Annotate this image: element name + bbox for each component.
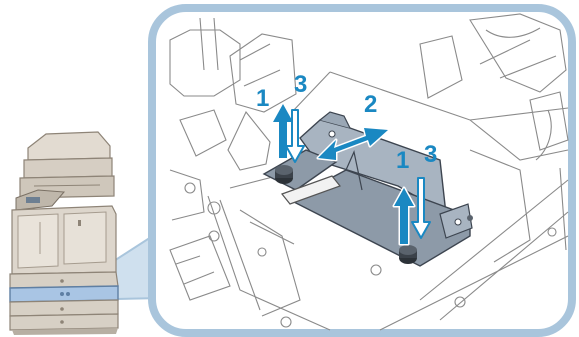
left-release-lever[interactable] <box>275 165 293 184</box>
step-label-right-1: 1 <box>396 147 409 174</box>
step-label-left-1: 1 <box>256 85 269 112</box>
callout-bubble: 1 3 2 1 3 <box>152 8 572 333</box>
printer-drawer-3 <box>10 300 118 316</box>
printer-illustration <box>10 132 162 335</box>
step-label-right-3: 3 <box>424 141 437 168</box>
step-label-left-3: 3 <box>294 71 307 98</box>
right-release-lever[interactable] <box>399 245 417 264</box>
printer-adf <box>28 132 110 160</box>
printer-drawer-4 <box>10 314 118 330</box>
step-label-center-2: 2 <box>364 91 377 118</box>
